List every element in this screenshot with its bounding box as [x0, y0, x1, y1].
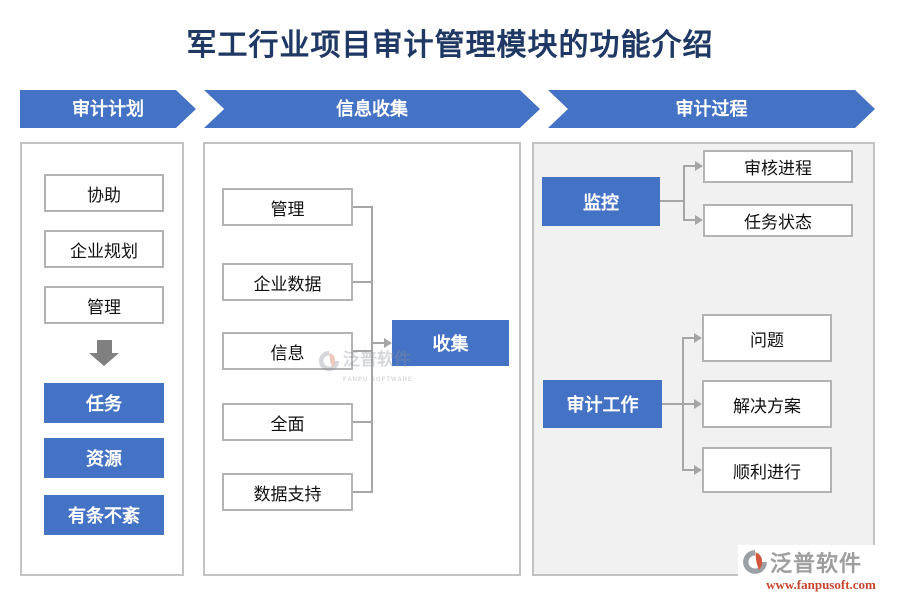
- node-solution: 解决方案: [702, 380, 832, 428]
- brand-url: www.fanpusoft.com: [766, 577, 876, 592]
- connector-line: [353, 491, 372, 493]
- connector-line: [682, 469, 694, 471]
- node-resource: 资源: [44, 438, 164, 478]
- connector-trunk: [371, 206, 373, 493]
- connector-line: [353, 206, 372, 208]
- connector-line: [662, 403, 682, 405]
- connector-line: [683, 165, 695, 167]
- node-information: 信息: [222, 332, 353, 370]
- node-monitor: 监控: [542, 177, 660, 226]
- stage-arrow-audit-plan: 审计计划: [20, 90, 196, 128]
- node-task: 任务: [44, 383, 164, 423]
- connector-line: [371, 342, 384, 344]
- connector-line: [682, 403, 694, 405]
- connector-line: [353, 350, 372, 352]
- connector-line: [682, 337, 694, 339]
- node-task-status: 任务状态: [703, 204, 853, 237]
- node-audit-work: 审计工作: [543, 380, 662, 428]
- connector-line: [353, 281, 372, 283]
- down-arrow-icon: [97, 340, 112, 353]
- node-management-col1: 管理: [44, 286, 164, 324]
- fanpu-logo-icon: [318, 350, 340, 372]
- brand-name: 泛普软件: [770, 551, 863, 576]
- brand-logo: 泛普软件 www.fanpusoft.com: [738, 545, 900, 593]
- node-assist: 协助: [44, 174, 164, 212]
- node-collect: 收集: [392, 320, 509, 366]
- node-comprehensive: 全面: [222, 403, 353, 441]
- node-proceed-smoothly: 顺利进行: [702, 447, 832, 493]
- connector-branch: [683, 165, 685, 221]
- node-data-support: 数据支持: [222, 473, 353, 511]
- arrowhead-icon: [384, 338, 392, 348]
- fanpu-logo-icon: [743, 550, 767, 574]
- arrowhead-icon: [694, 333, 702, 343]
- connector-line: [660, 200, 683, 202]
- watermark-brand: 泛普软件 FANPU SOFTWARE: [343, 350, 413, 390]
- node-enterprise-data: 企业数据: [222, 263, 353, 301]
- stage-arrow-audit-process: 审计过程: [548, 90, 875, 128]
- node-management-col2: 管理: [222, 188, 353, 226]
- down-arrow-icon: [89, 353, 119, 366]
- arrowhead-icon: [694, 465, 702, 475]
- watermark-subtitle: FANPU SOFTWARE: [343, 377, 414, 383]
- connector-line: [353, 421, 372, 423]
- node-enterprise-planning: 企业规划: [44, 230, 164, 268]
- node-review-progress: 审核进程: [703, 150, 853, 183]
- stage-arrow-info-collection: 信息收集: [204, 90, 540, 128]
- page-title: 军工行业项目审计管理模块的功能介绍: [186, 29, 714, 62]
- arrowhead-icon: [694, 399, 702, 409]
- node-problem: 问题: [702, 314, 832, 362]
- arrowhead-icon: [695, 161, 703, 171]
- arrowhead-icon: [695, 215, 703, 225]
- watermark: 泛普软件 FANPU SOFTWARE: [318, 350, 413, 390]
- connector-line: [683, 219, 695, 221]
- node-orderly: 有条不紊: [44, 495, 164, 535]
